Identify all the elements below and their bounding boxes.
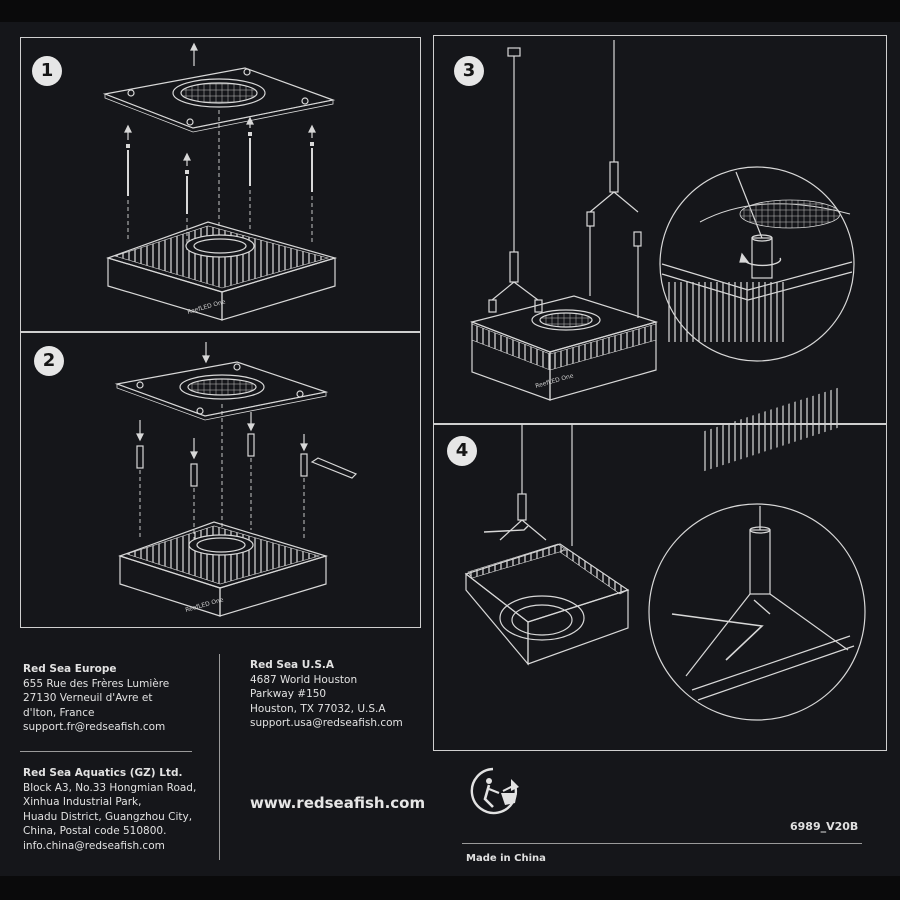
step-4-hanging-kit xyxy=(483,424,573,546)
step-2-panel xyxy=(20,332,421,628)
step-2-cover-plate xyxy=(114,361,329,421)
address-line: Houston, TX 77032, U.S.A xyxy=(250,702,386,715)
step-1-led-unit xyxy=(106,221,338,321)
address-line: Huadu District, Guangzhou City, xyxy=(23,810,193,823)
address-line: d'Iton, France xyxy=(23,706,95,719)
address-line: Parkway #150 xyxy=(250,688,327,701)
step-3-panel xyxy=(433,35,887,425)
address-email[interactable]: support.fr@redseafish.com xyxy=(23,721,166,734)
product-code: 6989_V20B xyxy=(790,820,859,833)
address-line: 4687 World Houston xyxy=(250,673,358,686)
address-china-name: Red Sea Aquatics (GZ) Ltd. xyxy=(23,767,183,779)
step-4-led-unit xyxy=(464,543,630,666)
step-3-hanging-kit xyxy=(488,40,642,318)
address-line: China, Postal code 510800. xyxy=(23,825,167,838)
address-email[interactable]: support.usa@redseafish.com xyxy=(250,717,403,730)
address-europe: Red Sea Europe 655 Rue des Frères Lumièr… xyxy=(23,662,169,735)
step-1-cover-plate xyxy=(102,67,336,133)
step-3-detail xyxy=(661,171,853,342)
address-europe-name: Red Sea Europe xyxy=(23,663,117,675)
address-line: 655 Rue des Frères Lumière xyxy=(23,677,170,690)
website-link[interactable]: www.redseafish.com xyxy=(250,794,426,812)
made-in-label: Made in China xyxy=(466,853,546,864)
address-line: Block A3, No.33 Hongmian Road, xyxy=(23,781,197,794)
address-usa: Red Sea U.S.A 4687 World Houston Parkway… xyxy=(250,658,403,731)
photo-border-bottom xyxy=(0,876,900,900)
address-email[interactable]: info.china@redseafish.com xyxy=(23,839,165,852)
product-label-3: ReefLED One xyxy=(535,372,575,390)
step-1-panel xyxy=(20,37,421,332)
step-2-led-unit xyxy=(118,521,329,617)
address-china: Red Sea Aquatics (GZ) Ltd. Block A3, No.… xyxy=(23,766,196,854)
step-3-led-unit xyxy=(470,295,659,401)
address-usa-name: Red Sea U.S.A xyxy=(250,659,334,671)
photo-border-top xyxy=(0,0,900,22)
step-1-screws xyxy=(124,116,316,214)
step-3-detail-circle xyxy=(659,166,855,362)
step-4-detail-circle xyxy=(648,503,866,721)
address-line: Xinhua Industrial Park, xyxy=(23,796,142,809)
step-2-badge: 2 xyxy=(34,346,64,376)
step-4-panel xyxy=(433,423,887,751)
step-1-badge: 1 xyxy=(32,56,62,86)
divider xyxy=(462,843,862,844)
step-4-badge: 4 xyxy=(447,436,477,466)
step-4-detail xyxy=(671,387,855,701)
step-3-badge: 3 xyxy=(454,56,484,86)
step-2-standoffs xyxy=(136,412,358,487)
divider xyxy=(20,751,192,752)
recycle-bin-icon xyxy=(470,767,519,815)
product-label-1: ReefLED One xyxy=(187,298,227,316)
address-line: 27130 Verneuil d'Avre et xyxy=(23,692,153,705)
divider xyxy=(219,654,220,860)
